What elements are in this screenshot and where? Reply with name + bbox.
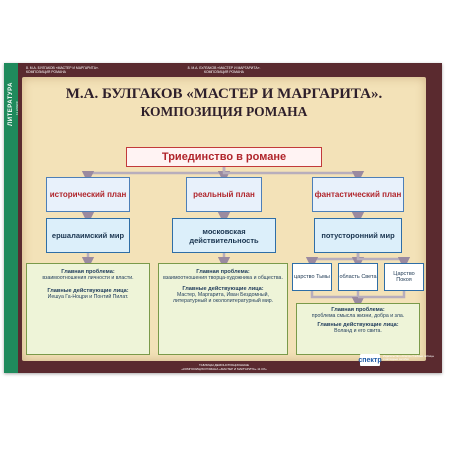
world-box-yershalaim: ершалаимский мир	[46, 218, 130, 253]
characters-text: Мастер, Маргарита, Иван Бездомный, литер…	[172, 291, 274, 305]
title-line1: М.А. БУЛГАКОВ «МАСТЕР И МАРГАРИТА».	[65, 86, 383, 102]
header-center: 8. М.А. БУЛГАКОВ «МАСТЕР И МАРГАРИТА». К…	[174, 66, 274, 74]
publisher-logo: спектр	[358, 354, 382, 366]
info-box-fantastic: Главная проблема: проблема смысла жизни,…	[296, 303, 420, 355]
info-box-real: Главная проблема: взаимоотношения творца…	[158, 263, 288, 355]
characters-text: Иешуа Га-Ноцри и Понтий Пилат.	[47, 293, 129, 300]
problem-label: Главная проблема:	[61, 269, 115, 275]
connector-arrows	[81, 167, 411, 310]
header-left-line1: 8. М.А. БУЛГАКОВ «МАСТЕР И МАРГАРИТА».	[26, 66, 99, 70]
problem-text: взаимоотношения личности и власти.	[42, 275, 134, 281]
characters-label: Главные действующие лица:	[182, 285, 264, 292]
title-line2: КОМПОЗИЦИЯ РОМАНА	[140, 104, 308, 119]
problem-label: Главная проблема:	[331, 307, 385, 313]
footer-line2: «КОМПОЗИЦИЯ РОМАНА «МАСТЕР И МАРГАРИТА» …	[181, 367, 267, 371]
footer-line1: ТАБЛИЦЫ ДЕМОНСТРАЦИОННЫЕ	[199, 363, 249, 367]
realm-peace: Царство Покоя	[384, 263, 424, 291]
main-concept-box: Триединство в романе	[126, 147, 322, 167]
realm-light: область Света	[338, 263, 378, 291]
characters-label: Главные действующие лица:	[47, 287, 129, 294]
world-box-moscow: московская действительность	[172, 218, 276, 253]
plan-box-real: реальный план	[186, 177, 262, 212]
header-left-line2: КОМПОЗИЦИЯ РОМАНА	[26, 70, 66, 74]
header-center-line1: 8. М.А. БУЛГАКОВ «МАСТЕР И МАРГАРИТА».	[187, 66, 261, 70]
header-center-line2: КОМПОЗИЦИЯ РОМАНА	[204, 70, 244, 74]
sidebar-grade: 11 КЛАСС	[14, 101, 19, 115]
realm-darkness: царство Тьмы	[292, 263, 332, 291]
header-left: 8. М.А. БУЛГАКОВ «МАСТЕР И МАРГАРИТА». К…	[26, 66, 99, 74]
publisher-info: Издательство «Спектр» Учебные таблицы и …	[383, 355, 435, 362]
plan-box-fantastic: фантастический план	[312, 177, 404, 212]
problem-text: проблема смысла жизни, добра и зла.	[311, 313, 405, 319]
world-box-otherworld: потусторонний мир	[314, 218, 402, 253]
poster: ЛИТЕРАТУРА 11 КЛАСС 8. М.А. БУЛГАКОВ «МА…	[4, 63, 442, 373]
problem-text: взаимоотношения творца-художника и общес…	[163, 275, 283, 281]
characters-label: Главные действующие лица:	[317, 321, 399, 328]
subject-sidebar: ЛИТЕРАТУРА 11 КЛАСС	[4, 63, 19, 373]
characters-text: Воланд и его свита.	[334, 327, 382, 334]
footer-caption: ТАБЛИЦЫ ДЕМОНСТРАЦИОННЫЕ «КОМПОЗИЦИЯ РОМ…	[174, 363, 274, 371]
parchment-panel: М.А. БУЛГАКОВ «МАСТЕР И МАРГАРИТА». КОМП…	[22, 77, 426, 361]
info-box-historical: Главная проблема: взаимоотношения личнос…	[26, 263, 150, 355]
plan-box-historical: исторический план	[46, 177, 130, 212]
problem-label: Главная проблема:	[196, 269, 250, 275]
sidebar-title: ЛИТЕРАТУРА	[8, 82, 14, 126]
